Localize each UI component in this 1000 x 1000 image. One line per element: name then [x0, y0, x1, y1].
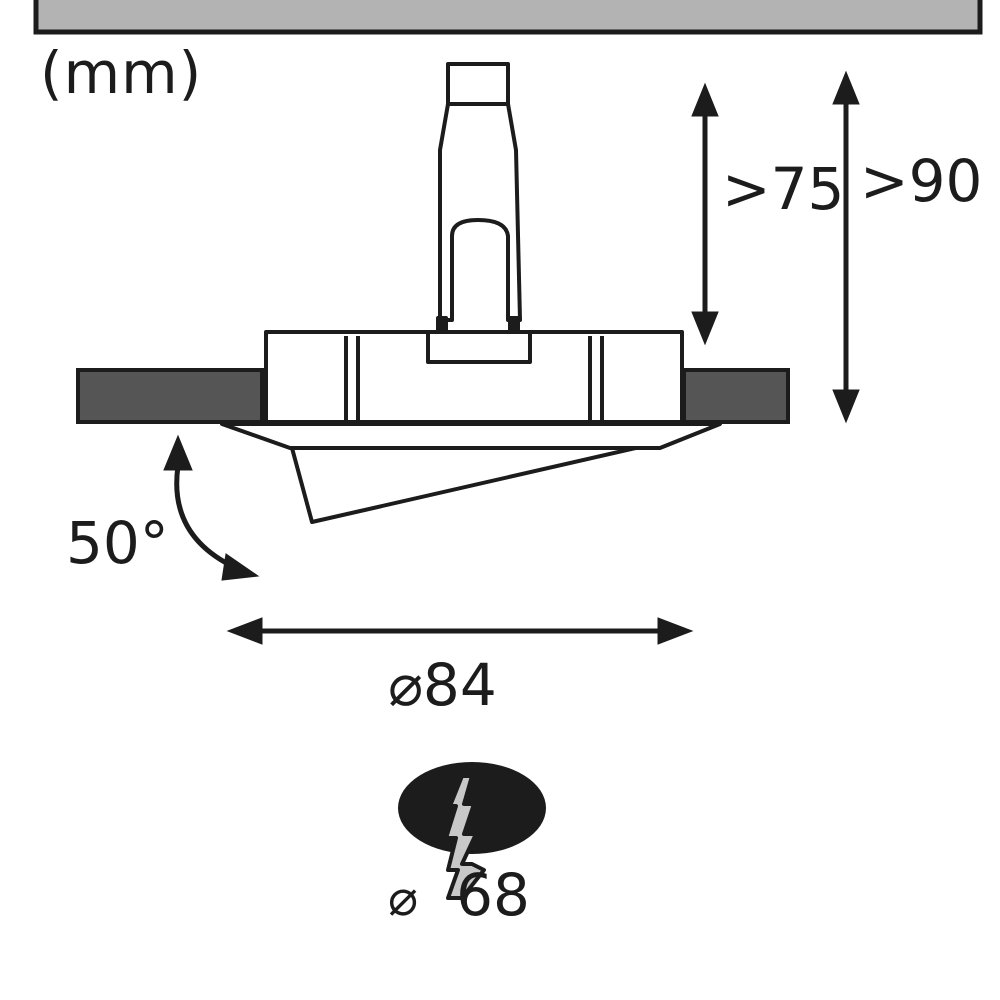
cutout-68-value: 68	[456, 861, 530, 929]
height-75-label: >75	[722, 155, 845, 223]
diameter-84-label: ⌀84	[388, 651, 497, 719]
ceiling-section-right	[682, 368, 790, 424]
height-90-arrow	[832, 70, 860, 424]
spring-clip	[436, 62, 522, 334]
height-90-label: >90	[860, 147, 983, 215]
ceiling-section-left	[76, 368, 264, 424]
lightning-bolt-icon	[444, 774, 486, 900]
ceiling-band	[33, 0, 983, 35]
unit-label: (mm)	[40, 39, 203, 107]
cutout-68-label: ⌀68	[388, 866, 530, 924]
swivel-angle-arrow	[163, 434, 260, 581]
luminaire-body	[264, 330, 684, 424]
swivel-angle-label: 50°	[66, 509, 169, 577]
trim-ring	[220, 422, 722, 450]
cutout-diameter-symbol: ⌀	[388, 869, 419, 927]
tilted-insert	[290, 446, 638, 524]
height-75-arrow	[691, 82, 719, 346]
diameter-84-arrow	[226, 617, 694, 645]
